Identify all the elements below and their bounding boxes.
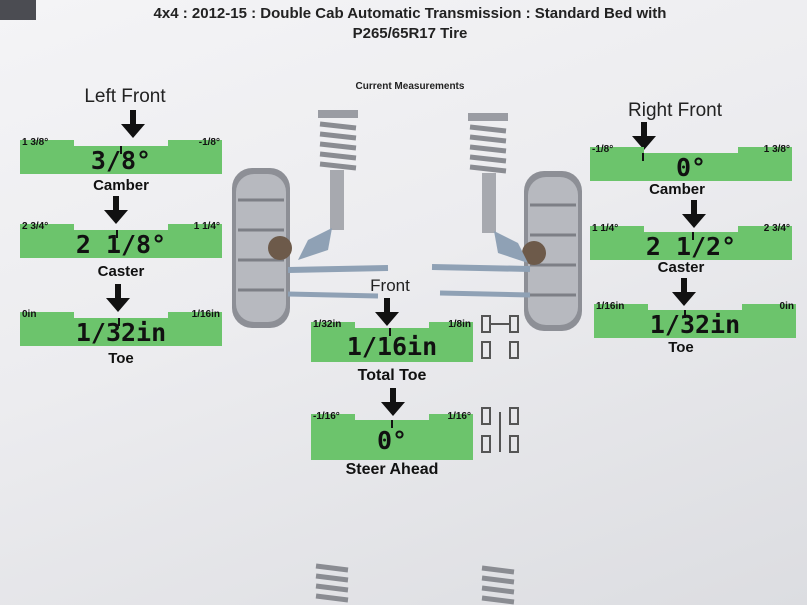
down-arrow-icon: [672, 278, 696, 308]
right-caster-label: Caster: [657, 259, 705, 276]
total-toe-value: 1/16in: [346, 332, 438, 361]
front-title: Front: [370, 276, 410, 295]
steer-ahead-label: Steer Ahead: [345, 461, 439, 478]
right-caster-value: 2 1/2°: [645, 232, 737, 261]
left-camber-value: 3/8°: [90, 146, 152, 175]
header-line-1: 4x4 : 2012-15 : Double Cab Automatic Tra…: [153, 5, 667, 22]
wheel-suspension-left-icon: [232, 110, 389, 328]
left-caster-value: 2 1/8°: [75, 230, 167, 259]
down-arrow-icon: [104, 196, 128, 226]
right-toe-label: Toe: [668, 339, 694, 356]
right-toe-gauge: 1/16in 0in 1/32in: [594, 301, 796, 339]
left-camber-label: Camber: [93, 177, 149, 194]
down-arrow-icon: [682, 200, 706, 230]
steer-ahead-max: 1/16°: [447, 411, 471, 422]
right-toe-min: 1/16in: [596, 301, 625, 312]
down-arrow-icon: [106, 284, 130, 314]
right-toe-max: 0in: [779, 301, 794, 312]
background-corner: [0, 0, 36, 20]
header-line-2: P265/65R17 Tire: [352, 25, 468, 42]
steer-diagram-icon: [481, 407, 519, 453]
left-toe-min: 0in: [22, 309, 37, 320]
right-camber-value: 0°: [675, 153, 707, 182]
left-caster-label: Caster: [97, 263, 145, 280]
right-camber-min: -1/8°: [592, 144, 614, 155]
report-header: 4x4 : 2012-15 : Double Cab Automatic Tra…: [40, 4, 780, 44]
left-caster-max: 1 1/4°: [193, 221, 220, 232]
down-arrow-icon: [375, 298, 399, 328]
left-camber-gauge: 1 3/8° -1/8° 3/8°: [20, 137, 222, 175]
right-caster-max: 2 3/4°: [763, 223, 790, 234]
right-front-title: Right Front: [628, 100, 722, 121]
left-camber-max: -1/8°: [198, 137, 220, 148]
left-camber-min: 1 3/8°: [22, 137, 49, 148]
down-arrow-icon: [381, 388, 405, 418]
toe-diagram-icon: [481, 315, 519, 359]
right-camber-label: Camber: [649, 181, 705, 198]
total-toe-gauge: 1/32in 1/8in 1/16in: [311, 319, 473, 362]
left-toe-gauge: 0in 1/16in 1/32in: [20, 309, 222, 347]
left-toe-value: 1/32in: [75, 318, 167, 347]
right-caster-min: 1 1/4°: [592, 223, 619, 234]
left-front-title: Left Front: [84, 86, 166, 107]
spring-partial-right-icon: [481, 565, 515, 605]
steer-ahead-value: 0°: [376, 426, 408, 455]
left-toe-label: Toe: [108, 350, 134, 367]
right-toe-value: 1/32in: [649, 310, 741, 339]
down-arrow-icon: [121, 110, 145, 140]
right-camber-gauge: -1/8° 1 3/8° 0°: [590, 144, 792, 182]
wheel-suspension-right-icon: [431, 113, 582, 331]
right-camber-max: 1 3/8°: [763, 144, 790, 155]
steer-ahead-min: -1/16°: [313, 411, 340, 422]
left-caster-min: 2 3/4°: [22, 221, 49, 232]
left-caster-gauge: 2 3/4° 1 1/4° 2 1/8°: [20, 221, 222, 259]
left-toe-max: 1/16in: [191, 309, 220, 320]
spring-partial-left-icon: [315, 563, 349, 603]
down-arrow-icon: [632, 122, 656, 152]
total-toe-max: 1/8in: [448, 319, 471, 330]
total-toe-min: 1/32in: [313, 319, 342, 330]
steer-ahead-gauge: -1/16° 1/16° 0°: [311, 411, 473, 460]
total-toe-label: Total Toe: [357, 367, 427, 384]
right-caster-gauge: 1 1/4° 2 3/4° 2 1/2°: [590, 223, 792, 261]
section-title: Current Measurements: [355, 81, 465, 92]
